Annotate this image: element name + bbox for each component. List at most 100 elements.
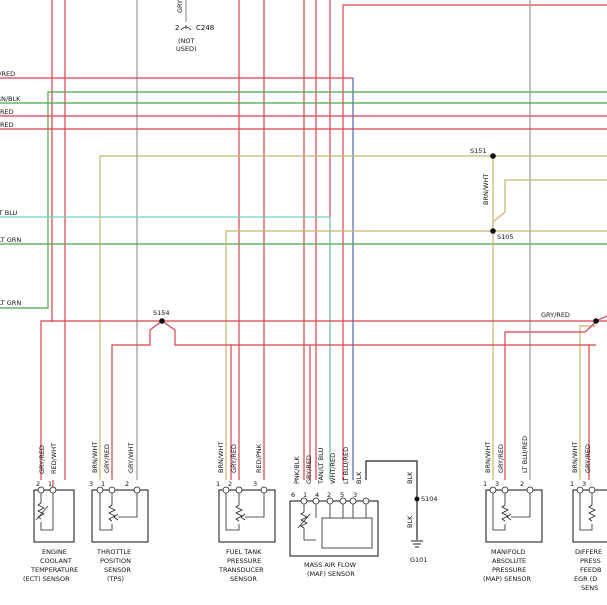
wire-tan-right [492, 179, 607, 231]
tps-pin-2-wire: GRY/WHT [127, 442, 135, 473]
fuel-pin-1-wire: GRY/RED [230, 444, 238, 473]
dpfe-name-3: EGR (D [574, 575, 597, 583]
maf-name-0: MASS AIR FLOW [304, 561, 357, 569]
sensor-map: 1 BRN/WHT 3 GRY/RED 2 LT BLU/RED MANIFOL… [483, 436, 543, 583]
dpfe-potentiometer-icon [588, 504, 596, 522]
wire-tan-s105 [225, 230, 494, 480]
wire-tan-upper [99, 155, 494, 480]
ect-pin-1-num: 1 [48, 480, 52, 488]
wire-green-loop [0, 91, 607, 309]
maf-thermistor-icon [300, 511, 316, 541]
splice-s151-dot [490, 153, 496, 159]
fuel-pin-2-wire: RED/PNK [255, 443, 263, 473]
tps-potentiometer-icon [108, 504, 116, 522]
label-red-2: RED [0, 121, 14, 129]
wire-gryred-s154-right [161, 320, 596, 346]
tps-pin-2-num: 2 [125, 480, 129, 488]
c248-connector: GRY 2 C248 (NOT USED) [175, 0, 214, 53]
fuel-sensor-box [218, 489, 276, 543]
wire-ltblu [0, 216, 331, 480]
dpfe-name-2: FEEDB [580, 566, 601, 574]
dpfe-pin-1-wire: GRY/RED [584, 444, 592, 473]
sensor-tps: 3 BRN/WHT 1 GRY/RED 2 GRY/WHT THROTTLE P… [89, 442, 149, 583]
ground-label: G101 [410, 556, 427, 564]
map-pin-0-num: 1 [483, 480, 487, 488]
dpfe-pin-1-num: 3 [582, 480, 586, 488]
tps-name-1: POSITION [100, 557, 131, 565]
dpfe-pin-0-num: 1 [570, 480, 574, 488]
label-gry-red-right: GRY/RED [541, 311, 570, 319]
tps-pin-1-wire: GRY/RED [103, 444, 111, 473]
fuel-pin-1-num: 2 [228, 480, 232, 488]
label-ltgrn-2: LT GRN [0, 299, 21, 307]
maf-pin-5-wire: BLK [355, 471, 363, 484]
ect-thermistor-icon [37, 502, 45, 520]
tps-pin-1-num: 1 [101, 480, 105, 488]
maf-pin-4-num: 5 [340, 491, 344, 499]
splice-s154: S154 [153, 309, 170, 317]
ect-pin-1-wire: RED/WHT [50, 443, 58, 474]
tps-name-3: (TPS) [107, 575, 124, 583]
splice-gryred-right-dot [593, 318, 599, 324]
label-blk-upper: BLK [406, 471, 414, 484]
splice-s151: S151 [470, 147, 487, 155]
label-blk-lower: BLK [406, 515, 414, 528]
fuel-pin-0-num: 1 [216, 480, 220, 488]
map-pin-2-wire: LT BLU/RED [521, 436, 529, 473]
wire-gryred-map [504, 321, 597, 480]
c248-pin: 2 [175, 24, 179, 32]
label-red-1: RED [0, 108, 14, 116]
splice-s154-dot [159, 318, 165, 324]
sensor-ect: 2 GRY/RED 1 RED/WHT ENGINE COOLANT TEMPE… [23, 443, 78, 583]
maf-circuit-block [321, 517, 373, 549]
dpfe-name-1: PRESS [580, 557, 601, 565]
maf-pin-1-num: 1 [303, 491, 307, 499]
map-name-1: ABSOLUTE [492, 557, 526, 565]
maf-pin-3-num: 2 [327, 491, 331, 499]
map-sensor-box [485, 489, 543, 543]
wire-ltblu-red [0, 77, 354, 480]
tps-pin-0-wire: BRN/WHT [91, 442, 99, 473]
splice-s104-dot [414, 496, 420, 502]
maf-pin-5-num: 3 [353, 491, 357, 499]
splice-s104: S104 [421, 495, 438, 503]
maf-pin-1-wire: GRY/RED [305, 455, 313, 484]
maf-pin-0-wire: PNK/BLK [293, 456, 301, 484]
maf-pin-0-num: 6 [291, 491, 295, 499]
map-pin-1-wire: GRY/RED [497, 444, 505, 473]
ect-name-0: ENGINE [42, 548, 67, 556]
map-name-0: MANIFOLD [491, 548, 525, 556]
splice-s105: S105 [497, 233, 514, 241]
tps-pin-0-num: 3 [89, 480, 93, 488]
map-pin-1-num: 3 [495, 480, 499, 488]
ect-name-1: COOLANT [40, 557, 72, 565]
fuel-name-3: SENSOR [230, 575, 257, 583]
fuel-pin-2-num: 3 [253, 480, 257, 488]
tps-name-2: SENSOR [104, 566, 131, 574]
wire-gryred-bus-left [40, 320, 607, 480]
tps-sensor-box [91, 489, 149, 543]
ect-name-2: TEMPERATURE [30, 566, 78, 574]
dpfe-sensor-box [572, 489, 607, 543]
fuel-name-0: FUEL TANK [226, 548, 262, 556]
fuel-name-1: PRESSURE [227, 557, 261, 565]
label-ltblu-red: LT BLU/RED [0, 70, 15, 78]
label-brn-blk: BRN/BLK [0, 95, 21, 103]
maf-name-1: (MAF) SENSOR [307, 570, 355, 578]
wire-tan-far-right [579, 325, 596, 480]
map-name-3: (MAP) SENSOR [483, 575, 531, 583]
c248-label: C248 [196, 24, 214, 32]
map-potentiometer-icon [501, 504, 509, 522]
label-brn-wht-vertical: BRN/WHT [482, 174, 490, 205]
tps-name-0: THROTTLE [96, 548, 131, 556]
sensor-maf: 6 PNK/BLK 1 GRY/RED 4 TAN/LT BLU 2 WHT/R… [289, 447, 379, 578]
maf-pin-3-wire: WHT/RED [329, 453, 337, 484]
ect-pin-0-num: 2 [36, 480, 40, 488]
c248-note-line2: USED) [176, 45, 197, 53]
map-pin-0-wire: BRN/WHT [484, 442, 492, 473]
fuel-pin-0-wire: BRN/WHT [217, 442, 225, 473]
map-pin-2-num: 2 [520, 480, 524, 488]
label-ltgrn: LT GRN [0, 236, 21, 244]
wire-gryred-s154-drop [111, 320, 163, 480]
